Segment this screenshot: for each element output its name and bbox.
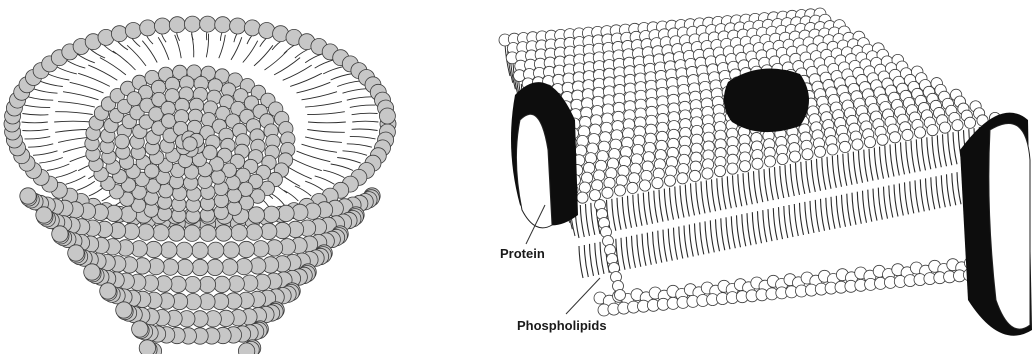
liposome-illustration: [4, 16, 396, 354]
central-protein-pore: [724, 69, 809, 133]
membrane-bilayer-illustration: [499, 8, 1032, 336]
protein-label: Protein: [500, 246, 545, 261]
phospholipids-label: Phospholipids: [517, 318, 607, 333]
